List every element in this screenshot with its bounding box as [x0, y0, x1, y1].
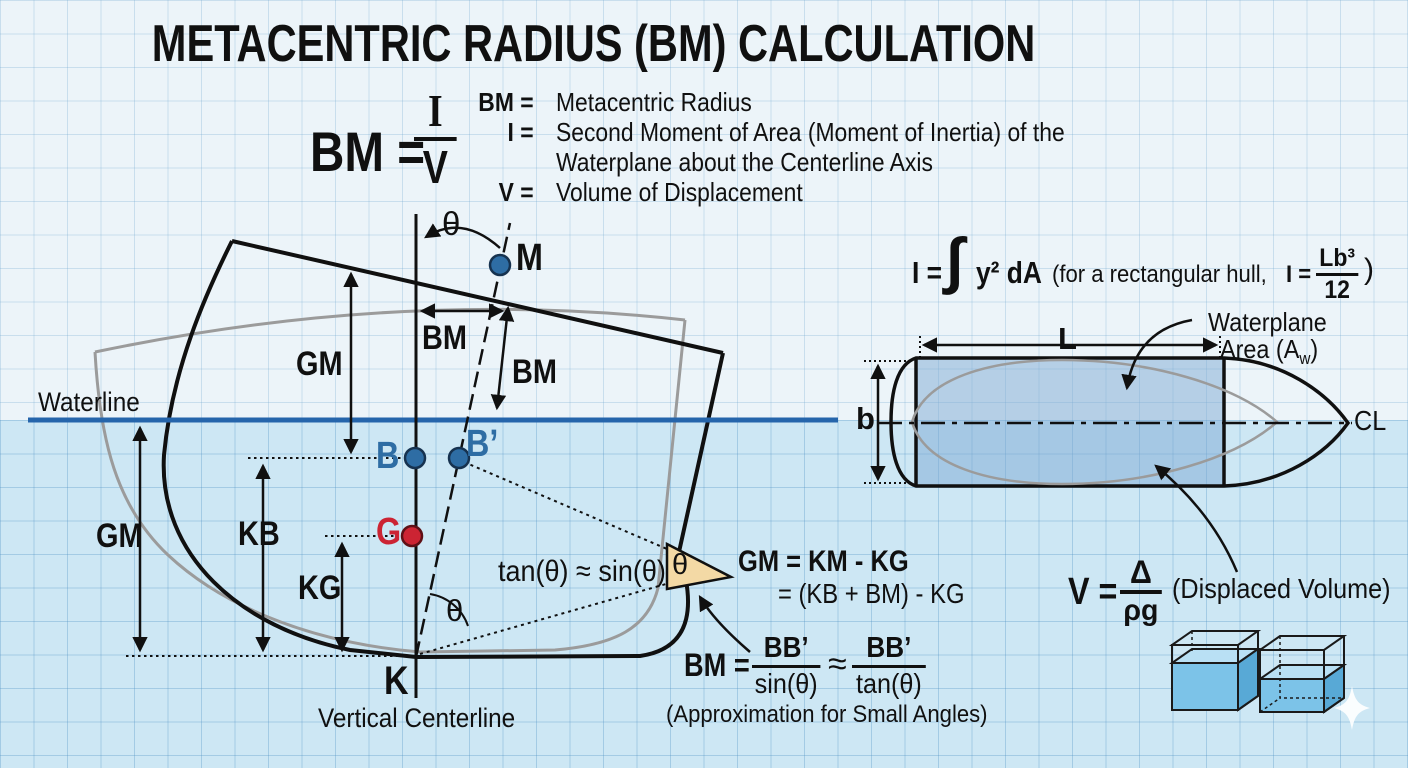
sparkle-icon	[1334, 686, 1370, 730]
heel-angle-arc	[424, 223, 501, 249]
keel-ray-dotted	[419, 583, 667, 655]
waterline-label: Waterline	[38, 387, 140, 417]
page-title: METACENTRIC RADIUS (BM) CALCULATION	[151, 15, 1036, 73]
definition-v: Volume of Displacement	[556, 177, 803, 207]
bm-formula-den1: sin(θ)	[754, 668, 818, 699]
waterplane-label-arrow	[1121, 318, 1193, 391]
cube1-water-front	[1171, 662, 1239, 711]
inertia-formula-lhs: I =	[912, 255, 943, 290]
waterplane-area-label-line2: Area (Aw)	[1220, 335, 1318, 368]
cube2-side	[1323, 636, 1345, 713]
definition-term-i: I =	[507, 117, 534, 147]
cube2-top	[1256, 635, 1348, 651]
area-label-prefix: Area (A	[1220, 334, 1300, 364]
volume-formula-lhs: V =	[1068, 571, 1118, 613]
bm-horizontal-label: BM	[422, 319, 467, 357]
definition-term-v: V =	[498, 177, 534, 207]
inertia-fraction: Lb³ 12	[1316, 244, 1359, 304]
bm-formula-den2: tan(θ)	[855, 668, 922, 699]
triangle-pointer-arrow	[698, 594, 751, 653]
point-b-label: B	[376, 435, 400, 477]
bm-formula-num2: BB’	[866, 632, 912, 664]
angle-triangle	[665, 541, 735, 591]
gm-formula-line1: GM = KM - KG	[738, 545, 909, 578]
inertia-frac-den: 12	[1324, 276, 1350, 304]
length-label: L	[1058, 321, 1077, 356]
point-k-label: K	[384, 659, 409, 703]
inertia-note-lhs: I =	[1286, 261, 1312, 288]
bm-formula-fraction1: BB’ sin(θ)	[752, 632, 821, 699]
kg-label: KG	[298, 569, 342, 607]
theta-top-label: θ	[442, 205, 461, 242]
point-b-prime-label: B’	[466, 423, 499, 465]
kb-label: KB	[238, 515, 280, 553]
bm-formula-fraction2: BB’ tan(θ)	[852, 634, 926, 698]
area-label-subscript: w	[1299, 349, 1311, 368]
theta-keel-label: θ	[446, 593, 464, 628]
volume-frac-den: ρg	[1123, 594, 1159, 627]
gm-formula-line2: = (KB + BM) - KG	[778, 578, 965, 609]
definition-i-line1: Second Moment of Area (Moment of Inertia…	[556, 117, 1065, 147]
point-b-prime-dot	[447, 446, 471, 470]
tilted-hull-body	[161, 240, 725, 660]
point-g-dot	[400, 524, 424, 548]
fraction-bar	[1120, 590, 1162, 594]
cube2-hidden-edge2	[1259, 697, 1281, 713]
ship-cross-section	[28, 214, 838, 698]
theta-triangle-label: θ	[672, 549, 689, 581]
tilted-axis-dashed	[414, 222, 512, 658]
volume-formula-note: (Displaced Volume)	[1172, 573, 1391, 604]
cube2-water-front	[1259, 678, 1325, 713]
bm-tilted-label: BM	[512, 353, 557, 391]
b-prime-ray-dotted	[463, 461, 668, 550]
volume-cubes	[1168, 630, 1348, 714]
small-angle-note: tan(θ) ≈ sin(θ)	[498, 555, 666, 588]
plan-centerline-label: CL	[1354, 405, 1387, 436]
bm-formula-lhs: BM =	[684, 647, 750, 683]
beam-label: b	[856, 401, 875, 436]
inertia-integrand: y² dA	[976, 255, 1042, 290]
ghost-hull-body	[93, 319, 687, 654]
bm-formula-num1: BB’	[763, 632, 809, 664]
waterplane-area-label-line1: Waterplane	[1208, 307, 1327, 337]
fraction-bar	[852, 665, 926, 668]
volume-frac-num: Δ	[1129, 554, 1152, 590]
cube1-side	[1237, 631, 1259, 711]
inertia-note-prefix: (for a rectangular hull,	[1052, 261, 1267, 288]
gm-outer-label: GM	[96, 517, 143, 555]
displaced-volume-arrow	[1154, 464, 1239, 573]
point-g-label: G	[376, 511, 402, 553]
fraction-bar	[1316, 273, 1359, 276]
integral-sign: ∫	[946, 226, 963, 295]
hull-plan-outline	[889, 356, 1351, 488]
main-formula-lhs: BM =	[310, 120, 426, 183]
point-b-dot	[403, 446, 427, 470]
main-formula-numerator: I	[427, 85, 443, 136]
vertical-centerline-label: Vertical Centerline	[318, 703, 516, 733]
bm-tilted-arrow	[490, 305, 515, 411]
ghost-hull-deck	[94, 307, 686, 354]
approx-sign: ≈	[828, 645, 847, 683]
area-label-suffix: )	[1310, 334, 1319, 364]
definition-i-line2: Waterplane about the Centerline Axis	[556, 147, 933, 177]
volume-fraction: Δ ρg	[1120, 556, 1162, 626]
definition-bm: Metacentric Radius	[556, 87, 752, 117]
fraction-bar	[752, 665, 821, 668]
inertia-note-suffix: )	[1364, 253, 1374, 286]
waterplane-diagram	[864, 318, 1352, 573]
gm-inner-label: GM	[296, 345, 343, 383]
cube1-top	[1168, 630, 1262, 646]
point-m-dot	[488, 253, 512, 277]
point-m-label: M	[516, 237, 543, 279]
definition-term-bm: BM =	[478, 87, 534, 117]
grid-background-above-waterline	[0, 0, 1408, 420]
bm-formula-note: (Approximation for Small Angles)	[666, 701, 988, 728]
main-formula-denominator: V	[422, 141, 448, 193]
tilted-hull-deck	[231, 239, 724, 355]
fraction-bar	[414, 137, 457, 141]
main-formula-fraction: I V	[414, 88, 457, 190]
inertia-frac-num: Lb³	[1319, 244, 1356, 272]
keel-angle-arc	[429, 593, 469, 627]
